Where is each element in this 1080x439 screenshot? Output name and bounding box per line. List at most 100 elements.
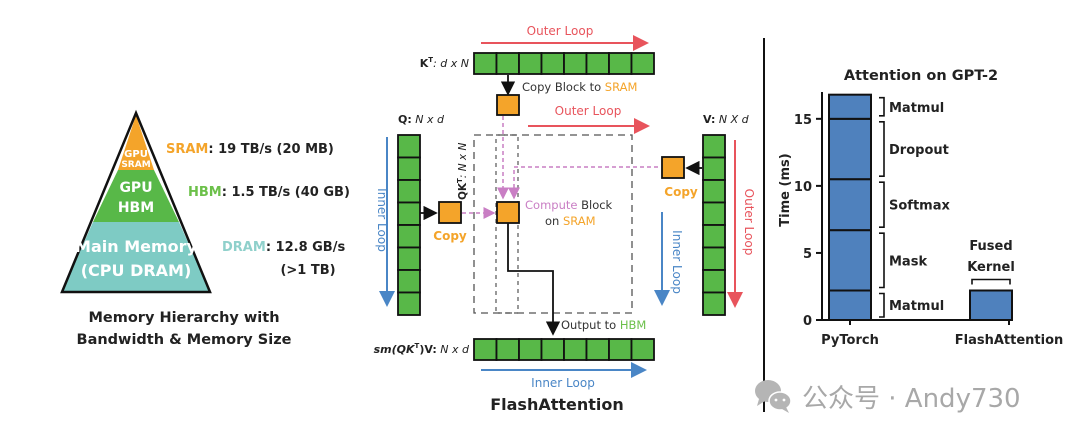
x-tick-label: FlashAttention xyxy=(955,333,1064,348)
dram-value: : 12.8 GB/s xyxy=(266,240,346,255)
bar-segment xyxy=(828,178,872,232)
v-cell xyxy=(702,224,726,249)
segment-bracket xyxy=(879,292,885,318)
v-cell xyxy=(702,179,726,204)
wechat-icon xyxy=(755,380,792,413)
hbm-tier-line1: GPU xyxy=(119,180,152,196)
q-cell xyxy=(397,291,421,316)
segment-bracket xyxy=(879,121,885,177)
qkt-column-outline xyxy=(495,134,519,314)
q-cell xyxy=(397,179,421,204)
copy-block-label: Copy Block to SRAM xyxy=(522,80,637,94)
x-tick-label: PyTorch xyxy=(821,333,879,348)
v-sram-block xyxy=(661,156,685,179)
kt-cell xyxy=(473,52,498,75)
q-cell xyxy=(397,201,421,226)
kt-cell xyxy=(630,52,655,75)
bar-segment xyxy=(828,117,872,181)
hbm-key: HBM xyxy=(188,185,222,200)
segment-bracket xyxy=(879,96,885,117)
kt-cell xyxy=(563,52,588,75)
q-cell xyxy=(397,224,421,249)
output-cell xyxy=(608,338,633,361)
output-cell xyxy=(518,338,543,361)
sram-value: : 19 TB/s (20 MB) xyxy=(208,142,333,157)
v-cell xyxy=(702,291,726,316)
bar-segment xyxy=(828,93,872,120)
sram-tier-line1: GPU xyxy=(124,149,148,160)
inner-loop-label-left: Inner Loop xyxy=(375,188,389,252)
fused-kernel-label-line2: Kernel xyxy=(967,260,1015,275)
memory-hierarchy: GPU SRAM GPU HBM Main Memory (CPU DRAM) … xyxy=(60,109,350,348)
output-cell xyxy=(563,338,588,361)
q-label: Q: N x d xyxy=(398,113,445,126)
segment-bracket xyxy=(879,232,885,289)
v-matrix xyxy=(702,134,726,316)
attention-chart: Attention on GPT-2 Time (ms) 051015Matmu… xyxy=(778,68,1063,348)
dram-tier-line2: (CPU DRAM) xyxy=(81,261,192,280)
pyramid-tier-sram xyxy=(118,115,154,170)
bar-segment xyxy=(828,229,872,292)
kt-cell xyxy=(495,52,520,75)
kt-cell xyxy=(540,52,565,75)
v-to-compute-arrow xyxy=(508,166,658,200)
chart-title: Attention on GPT-2 xyxy=(844,68,998,84)
fused-kernel-bracket xyxy=(971,278,1011,285)
outer-loop-label-right: Outer Loop xyxy=(742,189,756,256)
watermark: 公众号 · Andy730 xyxy=(752,376,1021,416)
y-tick-label: 10 xyxy=(794,180,812,195)
flashattention-title: FlashAttention xyxy=(490,395,624,414)
q-cell xyxy=(397,269,421,294)
segment-bracket xyxy=(879,181,885,228)
output-cell xyxy=(495,338,520,361)
hbm-bandwidth-label: HBM: 1.5 TB/s (40 GB) xyxy=(188,185,350,200)
segment-label: Matmul xyxy=(889,299,944,314)
fused-kernel-label-line1: Fused xyxy=(969,239,1012,254)
hierarchy-caption-line1: Memory Hierarchy with xyxy=(88,310,279,326)
segment-label: Mask xyxy=(889,254,927,269)
dram-size-label: (>1 TB) xyxy=(280,263,335,278)
dram-tier-line1: Main Memory xyxy=(75,237,197,256)
q-cell xyxy=(397,156,421,181)
v-copy-label: Copy xyxy=(664,185,698,199)
output-cell xyxy=(473,338,498,361)
watermark-text: 公众号 · Andy730 xyxy=(802,383,1021,414)
q-matrix xyxy=(397,134,421,316)
outer-loop-label-mid: Outer Loop xyxy=(555,104,622,118)
y-axis-label: Time (ms) xyxy=(778,153,793,226)
flash-attention-diagram: Outer Loop KT: d x N Copy Block to SRAM … xyxy=(374,24,756,414)
inner-loop-label-bottom: Inner Loop xyxy=(531,376,595,390)
segment-label: Dropout xyxy=(889,143,949,158)
output-matrix xyxy=(473,338,655,361)
kt-cell xyxy=(608,52,633,75)
y-tick-label: 5 xyxy=(803,247,812,262)
sram-tier-line2: SRAM xyxy=(121,160,150,170)
pyramid-tier-dram xyxy=(62,222,210,292)
v-cell xyxy=(702,134,726,159)
v-cell xyxy=(702,246,726,271)
sram-bandwidth-label: SRAM: 19 TB/s (20 MB) xyxy=(166,142,334,157)
kt-matrix xyxy=(473,52,655,75)
segment-label: Matmul xyxy=(889,101,944,116)
pyramid-tier-hbm xyxy=(93,170,179,222)
output-arrow xyxy=(507,223,561,336)
pyramid-outline xyxy=(60,109,212,294)
inner-loop-label-right: Inner Loop xyxy=(670,230,684,294)
hbm-tier-line2: HBM xyxy=(118,200,154,216)
compute-on-sram-label: on SRAM xyxy=(545,214,596,228)
kt-cell xyxy=(585,52,610,75)
output-cell xyxy=(540,338,565,361)
y-tick-label: 0 xyxy=(803,314,812,329)
compute-block-label: Compute Block xyxy=(525,198,613,212)
sram-key: SRAM xyxy=(166,142,208,157)
outer-loop-label-top: Outer Loop xyxy=(527,24,594,38)
output-matrix-label: sm(QKT)V: N x d xyxy=(374,342,470,356)
kt-cell xyxy=(518,52,543,75)
v-cell xyxy=(702,156,726,181)
v-cell xyxy=(702,269,726,294)
segment-label: Softmax xyxy=(889,199,950,214)
dram-key: DRAM xyxy=(222,240,266,255)
q-copy-label: Copy xyxy=(433,229,467,243)
q-cell xyxy=(397,246,421,271)
